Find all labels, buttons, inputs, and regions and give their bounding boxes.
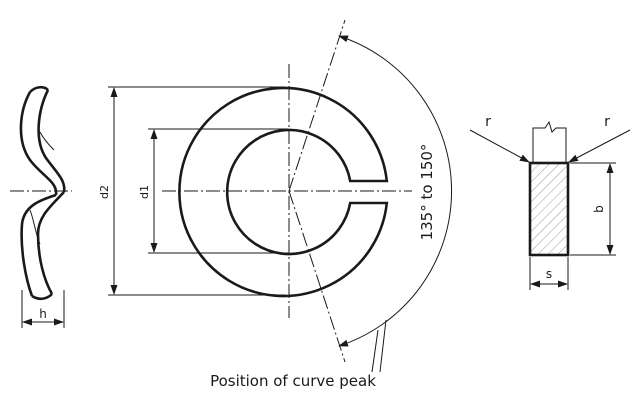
r-right-leader	[568, 129, 631, 163]
lower-wave-outer	[20, 193, 57, 297]
b-label: b	[592, 205, 606, 213]
peak-line-lower	[288, 190, 346, 363]
caption-leader-1	[371, 329, 379, 373]
upper-wave-top	[29, 85, 49, 93]
r-right-label: r	[604, 114, 610, 130]
cross-section-view: r r b s	[469, 114, 631, 290]
caption-leader-2	[379, 319, 387, 373]
lower-wave-inner	[36, 191, 65, 295]
upper-wave-inner	[37, 89, 66, 193]
lower-wave-twist	[29, 209, 41, 245]
d2-label: d2	[98, 185, 111, 199]
side-view: h	[10, 85, 72, 328]
r-left-leader	[469, 129, 530, 163]
section-hatch	[530, 163, 568, 255]
lower-wave-bottom	[31, 293, 53, 301]
peak-line-upper	[288, 19, 346, 192]
section-outline	[528, 161, 570, 257]
plan-view: 135° to 150° Position of curve peak d2 d…	[98, 19, 452, 390]
d1-label: d1	[138, 185, 151, 199]
break-line	[532, 120, 567, 163]
h-label: h	[39, 307, 47, 321]
split-ring-outline	[178, 86, 389, 298]
angle-arc	[338, 35, 452, 347]
s-label: s	[546, 267, 552, 281]
r-left-label: r	[485, 114, 491, 130]
caption-label: Position of curve peak	[210, 372, 376, 390]
angle-label: 135° to 150°	[418, 144, 436, 241]
upper-wave-outer	[19, 91, 58, 196]
upper-wave-twist	[39, 131, 55, 151]
